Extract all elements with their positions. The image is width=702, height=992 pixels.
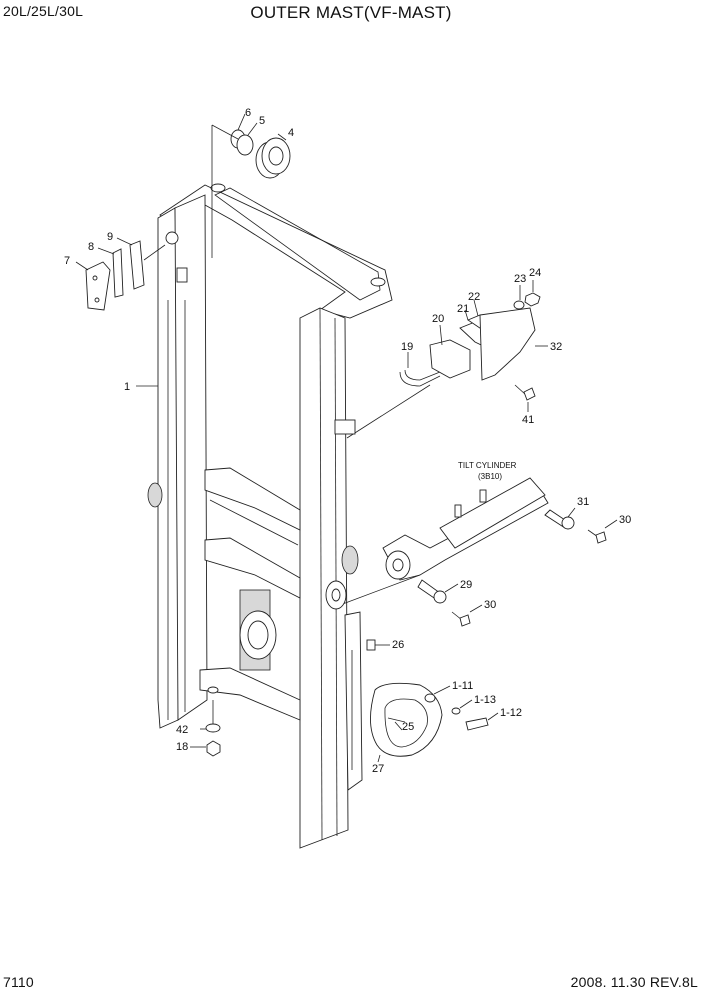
callout-20: 20 <box>432 313 444 325</box>
callout-30-lower: 30 <box>484 599 496 611</box>
callout-1: 1 <box>124 381 130 393</box>
bottom-hardware <box>205 700 221 757</box>
callout-24: 24 <box>529 267 541 279</box>
callout-7: 7 <box>64 255 70 267</box>
callout-1-13: 1-13 <box>474 694 496 706</box>
model-label: 20L/25L/30L <box>3 3 84 19</box>
bearing-parts <box>211 124 291 258</box>
page-title: OUTER MAST(VF-MAST) <box>250 3 452 22</box>
callout-labels: 1 4 5 6 7 8 9 18 19 20 21 22 23 24 25 26… <box>64 107 631 775</box>
page-number: 7110 <box>3 974 34 990</box>
callout-23: 23 <box>514 273 526 285</box>
callout-31: 31 <box>577 496 589 508</box>
callout-42: 42 <box>176 724 188 736</box>
callout-27: 27 <box>372 763 384 775</box>
callout-21: 21 <box>457 303 469 315</box>
callout-26: 26 <box>392 639 404 651</box>
callout-32: 32 <box>550 341 562 353</box>
callout-4: 4 <box>288 127 294 139</box>
callout-41: 41 <box>522 414 534 426</box>
callout-1-12: 1-12 <box>500 707 522 719</box>
revision-date: 2008. 11.30 REV.8L <box>570 974 698 990</box>
tilt-cylinder-ref: (3B10) <box>478 472 502 481</box>
callout-29: 29 <box>460 579 472 591</box>
outer-mast-frame <box>147 183 393 849</box>
callout-30-upper: 30 <box>619 514 631 526</box>
chain-anchor-parts <box>334 292 541 439</box>
callout-9: 9 <box>107 231 113 243</box>
callout-19: 19 <box>401 341 413 353</box>
callout-1-11: 1-11 <box>452 680 473 692</box>
side-plates <box>85 240 166 311</box>
callout-6: 6 <box>245 107 251 119</box>
leader-lines <box>75 113 618 763</box>
tilt-cylinder-note: TILT CYLINDER <box>458 461 517 470</box>
tilt-cylinder <box>325 477 607 627</box>
callout-5: 5 <box>259 115 265 127</box>
callout-25: 25 <box>402 721 414 733</box>
trunnion-cap <box>366 639 489 757</box>
callout-22: 22 <box>468 291 480 303</box>
callout-18: 18 <box>176 741 188 753</box>
callout-8: 8 <box>88 241 94 253</box>
